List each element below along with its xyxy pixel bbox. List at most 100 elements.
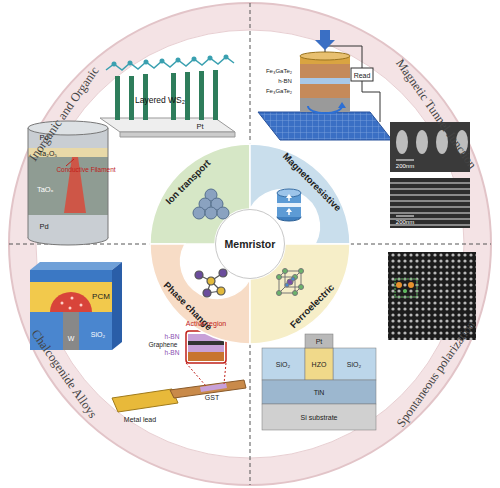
- part-label: W: [68, 335, 75, 342]
- part-label: Pd: [39, 223, 48, 231]
- mtj-device: [300, 52, 350, 60]
- part-label: Metal lead: [124, 416, 156, 423]
- perovskite-lattice-icon: [299, 285, 304, 290]
- outer-ring: [9, 3, 491, 485]
- spin-cylinder-icon: [277, 189, 301, 221]
- filament-cylinder: [64, 157, 86, 213]
- mtj-device: [258, 30, 392, 140]
- mtj-device: [300, 84, 350, 98]
- spin-cylinder-icon: [286, 194, 292, 198]
- graphene-device: [188, 341, 224, 345]
- pcm-cell: [71, 297, 74, 300]
- molecule-icon: [203, 289, 211, 297]
- callout-label: Active region: [186, 320, 226, 327]
- filament-cylinder: [66, 159, 74, 166]
- scale-label: 200nm: [396, 219, 414, 225]
- signal-label: Read: [354, 72, 371, 79]
- ws2-device: [176, 58, 181, 63]
- layer-label: TiN: [314, 389, 325, 396]
- ws2-device: [185, 72, 190, 120]
- sem-image: [396, 216, 414, 217]
- spin-cylinder-icon: [277, 203, 301, 207]
- ws2-device: [213, 70, 218, 120]
- filament-cylinder: [28, 121, 108, 245]
- part-label: PCM: [92, 293, 110, 301]
- ws2-device: [115, 76, 120, 120]
- pcm-cell: [80, 304, 83, 307]
- filament-cylinder: [28, 148, 108, 157]
- perovskite-lattice-icon: [283, 269, 288, 274]
- dashed-divider: [250, 3, 251, 144]
- ws2-device: [199, 71, 204, 120]
- layer-label: SiO₂: [276, 361, 290, 368]
- molecule-icon: [217, 287, 225, 295]
- layer-label: h-BN: [165, 334, 180, 341]
- layer-label: SiO₂: [347, 361, 361, 368]
- pcm-cell: [30, 262, 122, 270]
- layer-label: Graphene: [149, 342, 178, 349]
- scale-label: 200nm: [396, 163, 414, 169]
- sector-outline: [277, 189, 301, 221]
- mtj-device: [325, 46, 362, 68]
- ws2-device: [192, 57, 197, 62]
- spin-cylinder-icon: [286, 208, 292, 212]
- ws2-device: [112, 62, 117, 67]
- part-label: SiO₂: [91, 331, 105, 338]
- ws2-device: [100, 118, 235, 132]
- layer-label: Fe₃GaTe₂: [266, 68, 292, 74]
- sector-outline: [250, 144, 350, 244]
- pcm-cell: [50, 292, 92, 312]
- dashed-divider: [350, 244, 491, 245]
- center-circle: Memristor: [215, 209, 285, 279]
- pcm-cell: [61, 302, 64, 305]
- sem-image: [390, 178, 470, 228]
- mtj-device: [338, 102, 346, 108]
- spin-cylinder-icon: [277, 193, 301, 217]
- hzo-device: [262, 404, 376, 430]
- hzo-device: [262, 380, 376, 404]
- sector-outline: [193, 189, 229, 219]
- molecule-icon: [195, 269, 227, 297]
- mtj-device: [351, 68, 373, 81]
- sphere-pyramid-icon: [193, 189, 229, 219]
- graphene-device: [112, 331, 246, 412]
- filament-cylinder: [28, 121, 108, 135]
- layer-label: h-BN: [165, 350, 180, 357]
- hzo-device: [262, 334, 376, 430]
- tem-image: [403, 289, 407, 293]
- ws2-device: [100, 55, 235, 138]
- hzo-device: [305, 348, 333, 380]
- sem-image: [396, 160, 414, 161]
- sphere-pyramid-icon: [217, 207, 229, 219]
- graphene-device: [188, 345, 224, 352]
- spin-cylinder-icon: [277, 189, 301, 197]
- pcm-cell: [69, 307, 72, 310]
- mtj-device: [300, 98, 350, 112]
- ws2-device: [208, 56, 213, 61]
- tem-image: [408, 282, 414, 288]
- molecule-icon: [195, 271, 203, 279]
- perovskite-lattice-icon: [293, 291, 298, 296]
- sector-outline: [250, 244, 350, 344]
- mtj-device: [315, 30, 335, 50]
- mtj-device: [258, 112, 392, 140]
- filament-cylinder: [28, 215, 108, 238]
- center-title: Memristor: [225, 238, 276, 250]
- sector-outline: [277, 269, 304, 296]
- ws2-device: [144, 60, 149, 65]
- ws2-device: [224, 55, 229, 60]
- perovskite-lattice-icon: [277, 291, 282, 296]
- graphene-device: [112, 389, 178, 412]
- layer-label: Si substrate: [301, 414, 338, 421]
- hzo-device: [305, 334, 333, 348]
- outer-ring: [9, 3, 491, 485]
- pcm-cell: [63, 312, 79, 350]
- ws2-device: [120, 132, 235, 137]
- ws2-device: [106, 57, 234, 70]
- part-label: Pt: [196, 123, 203, 131]
- mtj-device: [300, 78, 350, 84]
- pcm-cell: [30, 270, 112, 282]
- filament-cylinder: [28, 157, 108, 215]
- part-label: Layered WS₂: [135, 96, 185, 105]
